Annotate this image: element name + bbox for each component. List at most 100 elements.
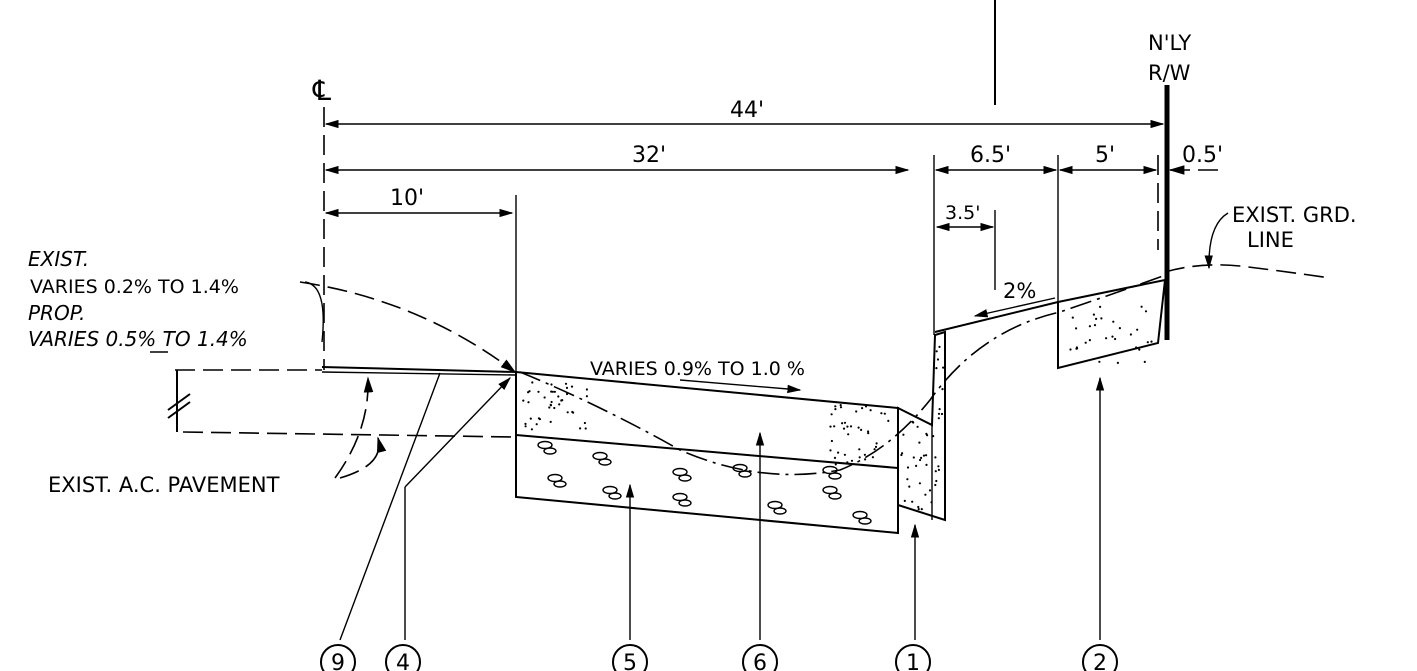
- prop-slope-range: VARIES 0.5% TO 1.4%: [28, 327, 248, 351]
- stipple-dot: [585, 395, 589, 398]
- stipple-dot: [548, 406, 551, 409]
- stipple-dot: [938, 408, 941, 411]
- stipple-dot: [937, 468, 941, 471]
- stipple-dot: [834, 405, 837, 408]
- row-label-line2: R/W: [1148, 61, 1191, 85]
- callout-6: 6: [742, 644, 778, 671]
- stipple-dot: [906, 466, 910, 469]
- dim-10-label: 10': [390, 186, 424, 211]
- stipple-dot: [833, 456, 837, 459]
- stipple-dot: [565, 392, 569, 396]
- stipple-dot: [1136, 328, 1139, 331]
- stipple-dot: [535, 423, 538, 426]
- stipple-dot: [858, 448, 861, 451]
- aggregate-rock: [678, 474, 692, 482]
- stipple-dot: [1146, 341, 1149, 344]
- stipple-dot: [867, 432, 870, 435]
- stipple-dot: [934, 470, 937, 473]
- callout-4: 4: [385, 644, 421, 671]
- stipple-dot: [570, 385, 574, 388]
- stipple-dot: [557, 395, 560, 398]
- stipple-dot: [522, 399, 525, 402]
- exist-grade-curve: [519, 275, 1164, 476]
- stipple-dot: [937, 465, 940, 468]
- stipple-dot: [903, 499, 906, 502]
- break-mark-2: [167, 401, 191, 419]
- stipple-dot: [830, 439, 834, 443]
- stipple-dot: [906, 478, 909, 481]
- stipple-dot: [553, 406, 556, 410]
- stipple-dot: [858, 456, 861, 459]
- stipple-dot: [922, 454, 926, 457]
- stipple-dot: [1143, 360, 1146, 363]
- stipple-dot: [940, 412, 944, 416]
- stipple-dot: [564, 382, 568, 385]
- callout-9: 9: [320, 644, 356, 671]
- stipple-dot: [871, 456, 875, 459]
- stipple-dot: [1075, 327, 1078, 330]
- stipple-dot: [1088, 339, 1091, 342]
- exist-grade-label-2: LINE: [1247, 228, 1294, 252]
- stipple-dot: [930, 501, 933, 504]
- stipple-dot: [549, 403, 552, 406]
- centerline-symbol: ℄: [312, 74, 331, 107]
- aggregate-rock: [858, 517, 872, 525]
- stipple-dot: [1098, 360, 1101, 363]
- stipple-dot: [843, 421, 847, 424]
- lane-slope-label: VARIES 0.9% TO 1.0 %: [590, 358, 805, 380]
- stipple-dot: [917, 508, 920, 511]
- stipple-dot: [1084, 341, 1087, 344]
- stipple-dot: [928, 489, 932, 492]
- stipple-dot: [925, 463, 928, 466]
- stipple-dot: [934, 483, 937, 487]
- stipple-dot: [524, 422, 527, 425]
- stipple-dot: [843, 453, 847, 456]
- stipple-dot: [530, 428, 534, 431]
- stipple-dot: [528, 390, 531, 393]
- exist-slope-leader: [299, 281, 517, 373]
- stipple-dot: [527, 401, 530, 404]
- stipple-dot: [1135, 346, 1138, 349]
- stipple-dot: [912, 421, 915, 424]
- aggregate-rock: [773, 507, 787, 515]
- stipple-dot: [849, 425, 853, 428]
- stipple-dot: [830, 413, 833, 416]
- dim-3-5-label: 3.5': [945, 202, 980, 224]
- stipple-dot: [855, 410, 858, 413]
- callout-2-text: 2: [1093, 651, 1107, 671]
- exist-slope-title: EXIST.: [28, 247, 89, 271]
- dim-6-5-label: 6.5': [970, 143, 1011, 168]
- stipple-dot: [1144, 310, 1148, 313]
- aggregate-rock: [678, 499, 692, 507]
- stipple-dot: [837, 451, 840, 454]
- stipple-dot: [915, 464, 918, 467]
- stipple-dot: [551, 390, 555, 393]
- stipple-dot: [550, 383, 553, 386]
- existing-ground-line: [1164, 264, 1331, 279]
- stipple-dot: [1140, 305, 1143, 308]
- stipple-dot: [566, 411, 569, 414]
- aggregate-rock: [598, 458, 612, 466]
- base-interface-line: [515, 434, 899, 469]
- stipple-dot: [834, 408, 837, 411]
- stipple-dot: [531, 381, 534, 384]
- lane-slope-underline: [679, 379, 802, 394]
- break-mark-1: [167, 393, 191, 411]
- sidewalk-slope-label: 2%: [1003, 279, 1036, 303]
- stipple-dot: [550, 400, 553, 404]
- stipple-dot: [550, 390, 553, 393]
- stipple-dot: [934, 456, 937, 459]
- stipple-dot: [833, 425, 836, 428]
- stipple-dot: [926, 434, 929, 437]
- stipple-dot: [839, 404, 842, 407]
- stipple-dot: [846, 425, 849, 428]
- stipple-dot: [938, 345, 941, 348]
- stipple-dot: [861, 407, 864, 410]
- pavement-bottom-existing: [182, 431, 516, 438]
- stipple-dot: [935, 367, 938, 370]
- stipple-dot: [917, 505, 920, 509]
- exist-pavement-label: EXIST. A.C. PAVEMENT: [48, 473, 280, 497]
- exist-grade-label-1: EXIST. GRD.: [1232, 203, 1357, 227]
- pavement-surface-2: [321, 371, 517, 376]
